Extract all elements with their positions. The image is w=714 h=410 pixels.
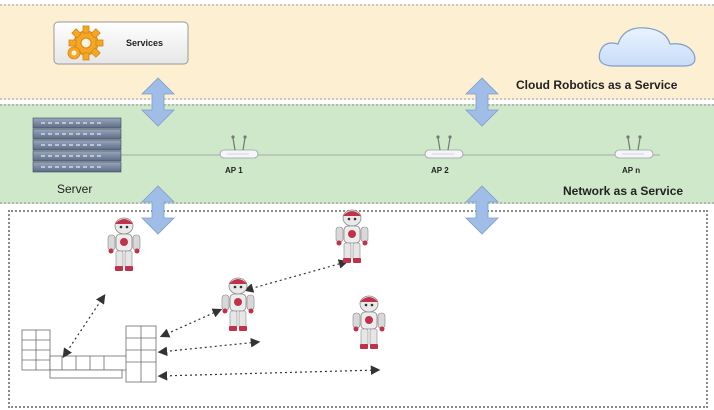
link-robot-2-to-robot-3 <box>243 259 349 293</box>
link-to-robot-4 <box>157 365 381 381</box>
server-icon <box>32 117 122 173</box>
robot-icon <box>335 209 369 264</box>
server-label: Server <box>57 182 93 196</box>
cloud-network-arrow-right <box>465 77 499 127</box>
floor-plan-icon <box>21 325 157 383</box>
link-to-robot-2 <box>159 308 223 338</box>
wireless-links <box>62 259 381 381</box>
robot-icon <box>107 217 141 272</box>
ap-1-label: AP 1 <box>225 166 243 175</box>
cloud-icon <box>598 27 696 67</box>
access-point-icon <box>614 134 654 159</box>
robot-icon <box>352 295 386 350</box>
network-robot-arrow-left <box>141 185 175 235</box>
link-to-robot-1 <box>62 294 106 358</box>
access-point-icon <box>424 134 464 159</box>
network-robot-arrow-right <box>465 185 499 235</box>
robot-icon <box>221 277 255 332</box>
access-point-icon <box>219 134 259 159</box>
gear-icon <box>67 25 104 61</box>
ap-2-label: AP 2 <box>431 166 449 175</box>
services-label: Services <box>126 38 164 48</box>
cloud-network-arrow-left <box>141 77 175 127</box>
network-layer-title: Network as a Service <box>563 184 684 198</box>
link-to-ap-area <box>157 337 261 357</box>
ap-n-label: AP n <box>622 166 641 175</box>
cloud-layer-title: Cloud Robotics as a Service <box>516 78 678 92</box>
